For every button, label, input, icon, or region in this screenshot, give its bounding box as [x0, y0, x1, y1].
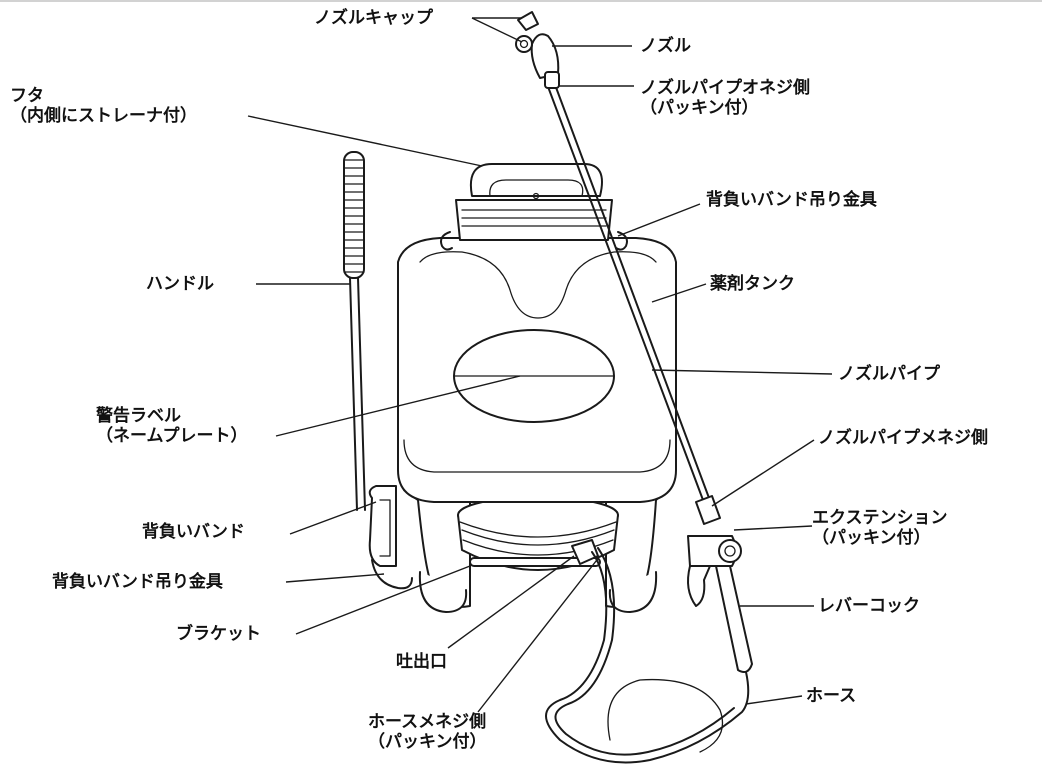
label-extension: エクステンション （パッキン付） — [812, 508, 948, 548]
label-nozzle-pipe: ノズルパイプ — [838, 364, 940, 384]
label-bracket: ブラケット — [176, 624, 261, 644]
strap-part — [368, 485, 413, 590]
lever-cock-part — [687, 535, 753, 673]
label-warning-main: 警告ラベル — [96, 406, 181, 426]
label-strap-fitting-top: 背負いバンド吊り金具 — [706, 190, 877, 210]
label-strap: 背負いバンド — [142, 522, 245, 542]
label-lid-main: フタ — [10, 86, 44, 106]
label-lever-cock: レバーコック — [818, 596, 920, 616]
label-warning: 警告ラベル （ネームプレート） — [96, 406, 247, 446]
nozzle-pipe-part — [515, 11, 721, 525]
label-extension-main: エクステンション — [812, 508, 948, 528]
label-lid-note: （内側にストレーナ付） — [10, 106, 197, 126]
label-nozzle-pipe-female: ノズルパイプメネジ側 — [818, 428, 988, 448]
label-nozzle-cap: ノズルキャップ — [314, 8, 433, 28]
label-nozzle-pipe-male: ノズルパイプオネジ側 （パッキン付） — [640, 78, 810, 118]
tank-part — [397, 163, 677, 503]
label-outlet: 吐出口 — [396, 652, 447, 672]
label-hose: ホース — [806, 686, 857, 706]
label-warning-note: （ネームプレート） — [96, 426, 248, 446]
handle-part — [343, 151, 366, 511]
leader-lines — [247, 17, 833, 713]
label-nozzle-pipe-male-note: （パッキン付） — [640, 98, 759, 118]
label-hose-female-main: ホースメネジ側 — [368, 712, 487, 732]
label-extension-note: （パッキン付） — [812, 528, 931, 548]
label-nozzle: ノズル — [640, 36, 691, 56]
label-tank: 薬剤タンク — [710, 274, 795, 294]
label-strap-fitting-bottom: 背負いバンド吊り金具 — [52, 572, 223, 592]
base-frame — [403, 489, 669, 613]
hose-part — [545, 547, 750, 764]
label-hose-female: ホースメネジ側 （パッキン付） — [368, 712, 487, 752]
label-handle: ハンドル — [146, 274, 214, 294]
label-nozzle-pipe-male-main: ノズルパイプオネジ側 — [640, 78, 810, 98]
label-hose-female-note: （パッキン付） — [368, 732, 487, 752]
label-lid: フタ （内側にストレーナ付） — [10, 86, 197, 126]
